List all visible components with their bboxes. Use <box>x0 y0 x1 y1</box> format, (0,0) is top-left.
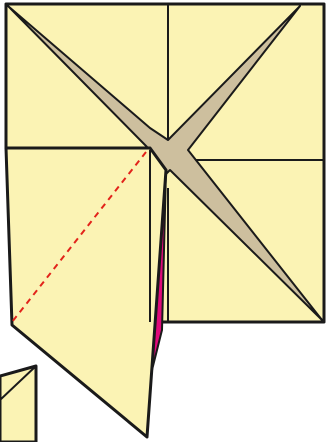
folding-flap <box>4 146 168 439</box>
next-step-preview-crease <box>0 365 37 401</box>
next-step-preview <box>0 364 38 442</box>
valley-fold-guide <box>11 151 147 323</box>
